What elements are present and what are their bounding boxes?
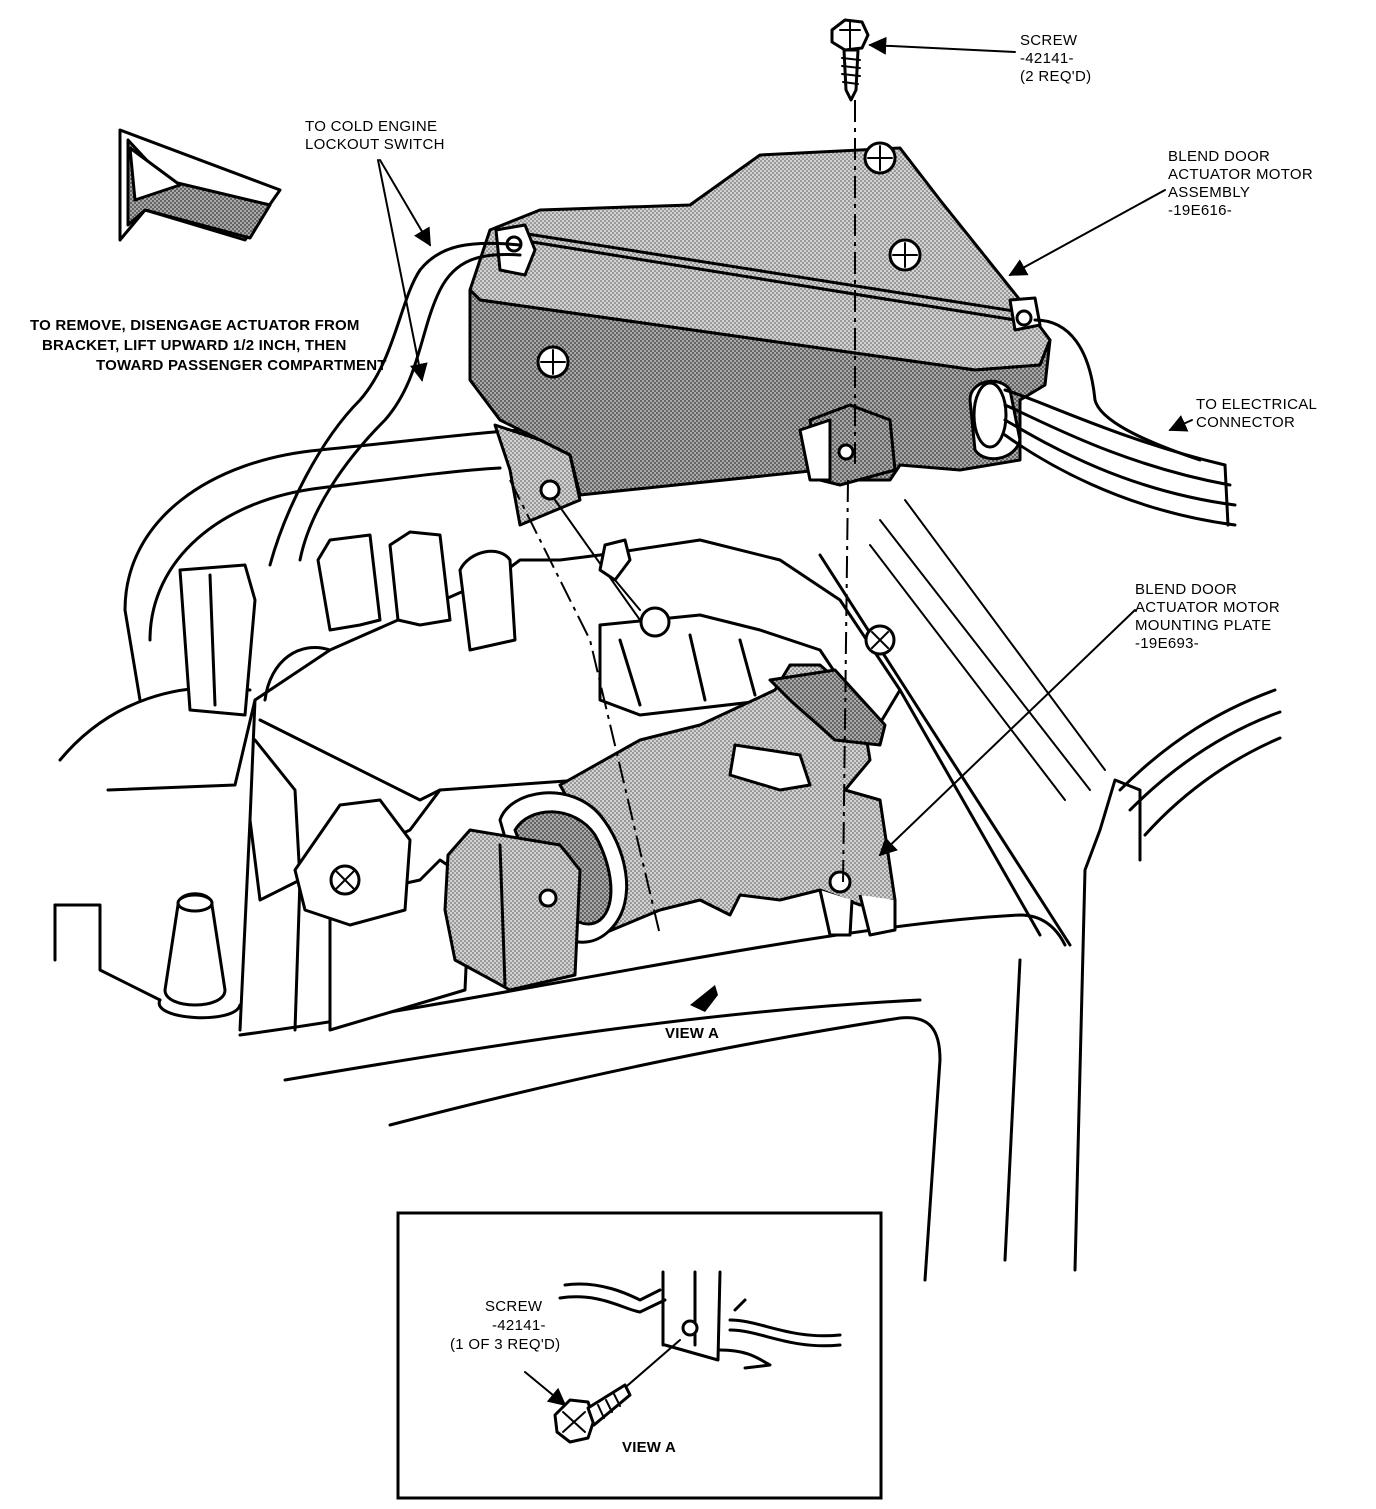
- actuator-motor-assembly: [468, 141, 1052, 527]
- cold-engine-label-1: TO COLD ENGINE: [305, 118, 437, 135]
- inset-screw-label-3: (1 OF 3 REQ'D): [450, 1336, 560, 1353]
- mounting-plate-label-3: MOUNTING PLATE: [1135, 617, 1271, 634]
- view-direction-arrow-icon: [690, 985, 718, 1012]
- motor-assembly-label-1: BLEND DOOR: [1168, 148, 1270, 165]
- mounting-plate-label-1: BLEND DOOR: [1135, 581, 1237, 598]
- electrical-label-1: TO ELECTRICAL: [1196, 396, 1317, 413]
- inset-view-a-label: VIEW A: [622, 1439, 676, 1456]
- view-a-main-label: VIEW A: [665, 1025, 719, 1042]
- view-a-inset: [396, 1211, 883, 1500]
- front-direction-arrow-icon: [118, 128, 282, 242]
- inset-screw-icon: [553, 1383, 632, 1444]
- motor-assembly-label-3: ASSEMBLY: [1168, 184, 1250, 201]
- motor-assembly-label-4: -19E616-: [1168, 202, 1232, 219]
- top-screw-icon: [830, 18, 870, 102]
- instruction-label-3: TOWARD PASSENGER COMPARTMENT: [96, 357, 387, 374]
- screw-top-label-2: -42141-: [1020, 50, 1074, 67]
- screw-top-label-3: (2 REQ'D): [1020, 68, 1091, 85]
- screw-top-label-1: SCREW: [1020, 32, 1078, 49]
- vehicle-structure: [53, 428, 1282, 1282]
- instruction-label-2: BRACKET, LIFT UPWARD 1/2 INCH, THEN: [42, 337, 347, 354]
- cold-engine-label-2: LOCKOUT SWITCH: [305, 136, 445, 153]
- small-bolt-icon: [598, 538, 671, 638]
- actuator-gear-box: [443, 828, 582, 992]
- lid-bolt-3: [536, 345, 570, 379]
- electrical-harness: [1003, 318, 1237, 527]
- lid-bolt-1: [863, 141, 897, 175]
- instruction-label-1: TO REMOVE, DISENGAGE ACTUATOR FROM: [30, 317, 360, 334]
- lid-bolt-2: [888, 238, 922, 272]
- alignment-lines: [509, 100, 856, 936]
- leader-lines: [377, 36, 1193, 857]
- electrical-label-2: CONNECTOR: [1196, 414, 1295, 431]
- inset-screw-label-2: -42141-: [492, 1317, 546, 1334]
- mounting-plate-label-4: -19E693-: [1135, 635, 1199, 652]
- motor-assembly-label-2: ACTUATOR MOTOR: [1168, 166, 1313, 183]
- inset-screw-label-1: SCREW: [485, 1298, 543, 1315]
- mounting-plate-label-2: ACTUATOR MOTOR: [1135, 599, 1280, 616]
